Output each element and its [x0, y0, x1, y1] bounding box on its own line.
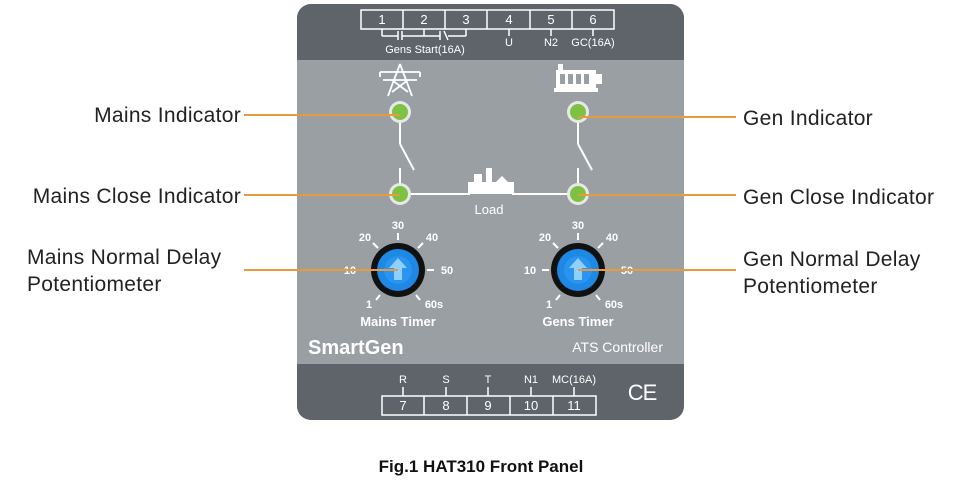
callout-mains-indicator: Mains Indicator	[94, 104, 241, 127]
terminal-8: 8	[442, 398, 449, 413]
mains-scale-60s: 60s	[425, 299, 443, 311]
bottom-terminal-block: R S T N1 MC(16A) 7 8 9 10 11	[381, 374, 597, 416]
generator-icon	[554, 64, 602, 92]
terminal-s-label: S	[442, 374, 449, 386]
terminal-2: 2	[420, 12, 427, 27]
mains-scale-50: 50	[441, 265, 453, 277]
mains-scale-1: 1	[366, 299, 372, 311]
callout-mains-close-indicator: Mains Close Indicator	[33, 185, 241, 208]
figure-caption: Fig.1 HAT310 Front Panel	[379, 457, 584, 476]
gens-scale-40: 40	[606, 232, 618, 244]
terminal-mc-label: MC(16A)	[552, 374, 596, 386]
mains-timer-label: Mains Timer	[360, 314, 436, 329]
product-name: ATS Controller	[572, 339, 663, 355]
gens-scale-60s: 60s	[605, 299, 623, 311]
gens-scale-20: 20	[539, 232, 551, 244]
terminal-n2-label: N2	[544, 37, 558, 49]
terminal-11: 11	[567, 398, 581, 413]
callout-mains-delay-line1: Mains Normal Delay	[27, 246, 222, 269]
gen-indicator-led	[567, 101, 589, 123]
load-label: Load	[475, 202, 504, 217]
terminal-1: 1	[378, 12, 385, 27]
panel-bottom-band	[297, 364, 684, 420]
mains-scale-20: 20	[359, 232, 371, 244]
mains-scale-30: 30	[392, 220, 404, 232]
callout-gen-delay-line1: Gen Normal Delay	[743, 248, 921, 271]
terminal-u-label: U	[505, 37, 513, 49]
ce-mark: CE	[628, 380, 657, 405]
panel-top-band	[297, 4, 684, 60]
gens-timer-label: Gens Timer	[542, 314, 613, 329]
terminal-7: 7	[399, 398, 406, 413]
callout-gen-delay-line2: Potentiometer	[743, 275, 878, 298]
terminal-r-label: R	[399, 374, 407, 386]
load-icon	[468, 168, 514, 194]
gens-scale-1: 1	[546, 299, 552, 311]
leader-lines	[244, 114, 736, 271]
terminal-gc-label: GC(16A)	[571, 37, 614, 49]
mains-indicator-led	[389, 101, 411, 123]
terminal-t-label: T	[485, 374, 492, 386]
terminal-4: 4	[505, 12, 512, 27]
callout-mains-delay-line2: Potentiometer	[27, 273, 162, 296]
top-terminal-block: 1 2 3 4 5 6 Gens Start(16A) U N2 GC(16A)	[360, 9, 615, 56]
transmission-tower-icon	[379, 63, 421, 97]
terminal-6: 6	[589, 12, 596, 27]
terminal-5: 5	[547, 12, 554, 27]
gens-scale-10: 10	[524, 265, 536, 277]
callout-gen-close-indicator: Gen Close Indicator	[743, 186, 934, 209]
terminal-n1-label: N1	[524, 374, 538, 386]
callout-gen-indicator: Gen Indicator	[743, 107, 873, 130]
terminal-3: 3	[462, 12, 469, 27]
terminal-10: 10	[524, 398, 538, 413]
mains-scale-40: 40	[426, 232, 438, 244]
circuit-lines	[399, 122, 593, 195]
gens-start-label: Gens Start(16A)	[385, 44, 464, 56]
terminal-9: 9	[484, 398, 491, 413]
brand-logo: SmartGen	[308, 337, 404, 359]
gens-scale-30: 30	[572, 220, 584, 232]
